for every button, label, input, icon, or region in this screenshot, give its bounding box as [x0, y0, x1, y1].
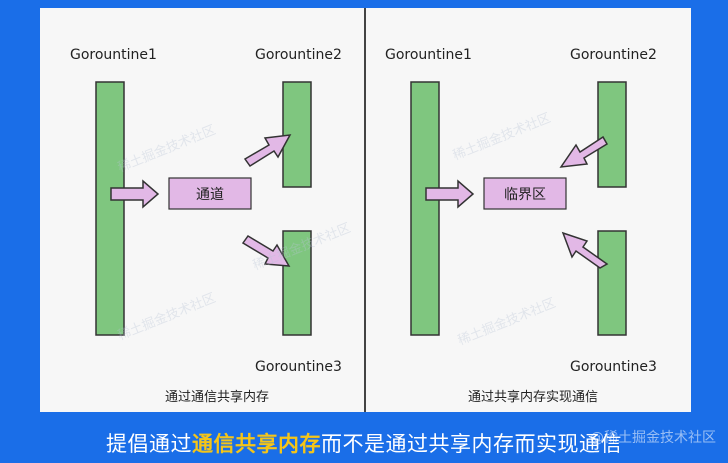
- caption-highlight: 通信共享内存: [192, 432, 321, 456]
- right-g3-label: Gorountine3: [570, 359, 657, 375]
- caption-prefix: 提倡通过: [106, 432, 192, 456]
- left-g1-label: Gorountine1: [70, 47, 157, 63]
- right-g1-bar: [410, 81, 440, 336]
- brand-watermark: @稀土掘金技术社区: [590, 430, 716, 446]
- left-g3-label: Gorountine3: [255, 359, 342, 375]
- arrow-to-g2: [243, 134, 292, 168]
- arrow-g1-to-channel: [110, 179, 160, 209]
- channel-label: 通道: [196, 187, 224, 203]
- right-g3-bar: [597, 230, 627, 336]
- left-g2-bar: [282, 81, 312, 188]
- watermark-text: 稀土掘金技术社区: [116, 122, 218, 176]
- left-g1-bar: [95, 81, 125, 336]
- right-caption: 通过共享内存实现通信: [468, 389, 598, 405]
- watermark-text: 稀土掘金技术社区: [116, 290, 218, 344]
- right-g2-label: Gorountine2: [570, 47, 657, 63]
- arrow-g3-to-critical: [561, 231, 609, 269]
- watermark-text: 稀土掘金技术社区: [451, 110, 553, 164]
- watermark-text: 稀土掘金技术社区: [456, 295, 558, 349]
- left-caption: 通过通信共享内存: [165, 389, 269, 405]
- bottom-caption: 提倡通过通信共享内存而不是通过共享内存而实现通信: [0, 425, 728, 463]
- critical-section-box: [483, 177, 567, 210]
- arrow-g1-to-critical: [425, 179, 475, 209]
- left-g2-label: Gorountine2: [255, 47, 342, 63]
- critical-section-label: 临界区: [504, 187, 546, 203]
- channel-box: [168, 177, 252, 210]
- right-g2-bar: [597, 81, 627, 188]
- right-g1-label: Gorountine1: [385, 47, 472, 63]
- caption-suffix: 而不是通过共享内存而实现通信: [321, 432, 622, 456]
- arrow-g2-to-critical: [559, 135, 609, 168]
- arrow-to-g3: [241, 235, 291, 267]
- left-g3-bar: [282, 230, 312, 336]
